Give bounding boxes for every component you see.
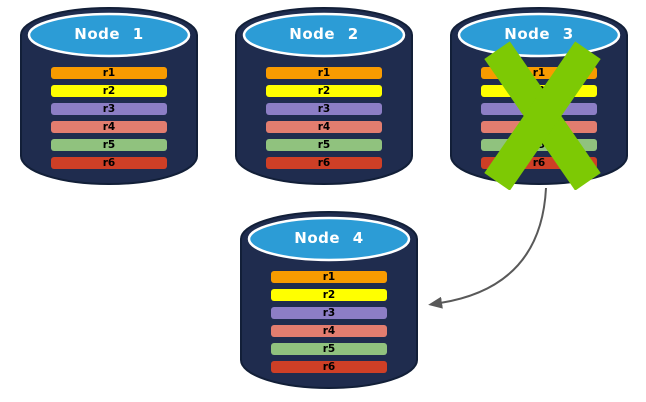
replica-row-r1: r1	[51, 67, 167, 79]
replica-row-r5: r5	[266, 139, 382, 151]
replica-row-r4: r4	[271, 325, 387, 337]
replica-row-r6: r6	[51, 157, 167, 169]
replica-row-r5: r5	[271, 343, 387, 355]
replica-rows: r1 r2 r3 r4 r5 r6	[51, 67, 167, 175]
replica-row-r3: r3	[271, 307, 387, 319]
failure-cross-icon	[484, 41, 601, 190]
replica-row-r6: r6	[266, 157, 382, 169]
replica-rows: r1 r2 r3 r4 r5 r6	[271, 271, 387, 379]
node-3: Node 3 r1 r2 r3 r4 r5 r6	[449, 5, 629, 190]
replica-row-r2: r2	[266, 85, 382, 97]
replica-rows: r1 r2 r3 r4 r5 r6	[266, 67, 382, 175]
replica-row-r3: r3	[266, 103, 382, 115]
replica-row-r2: r2	[51, 85, 167, 97]
replica-row-r4: r4	[51, 121, 167, 133]
node-4: Node 4 r1 r2 r3 r4 r5 r6	[239, 209, 419, 394]
node-1: Node 1 r1 r2 r3 r4 r5 r6	[19, 5, 199, 190]
node-title: Node 2	[289, 25, 359, 43]
replica-row-r1: r1	[266, 67, 382, 79]
replica-row-r3: r3	[51, 103, 167, 115]
node-2: Node 2 r1 r2 r3 r4 r5 r6	[234, 5, 414, 190]
node-title: Node 3	[504, 25, 574, 43]
node-title: Node 4	[294, 229, 364, 247]
replica-row-r6: r6	[271, 361, 387, 373]
replica-row-r2: r2	[271, 289, 387, 301]
replica-row-r1: r1	[271, 271, 387, 283]
replica-row-r5: r5	[51, 139, 167, 151]
node-title: Node 1	[74, 25, 144, 43]
replica-row-r4: r4	[266, 121, 382, 133]
